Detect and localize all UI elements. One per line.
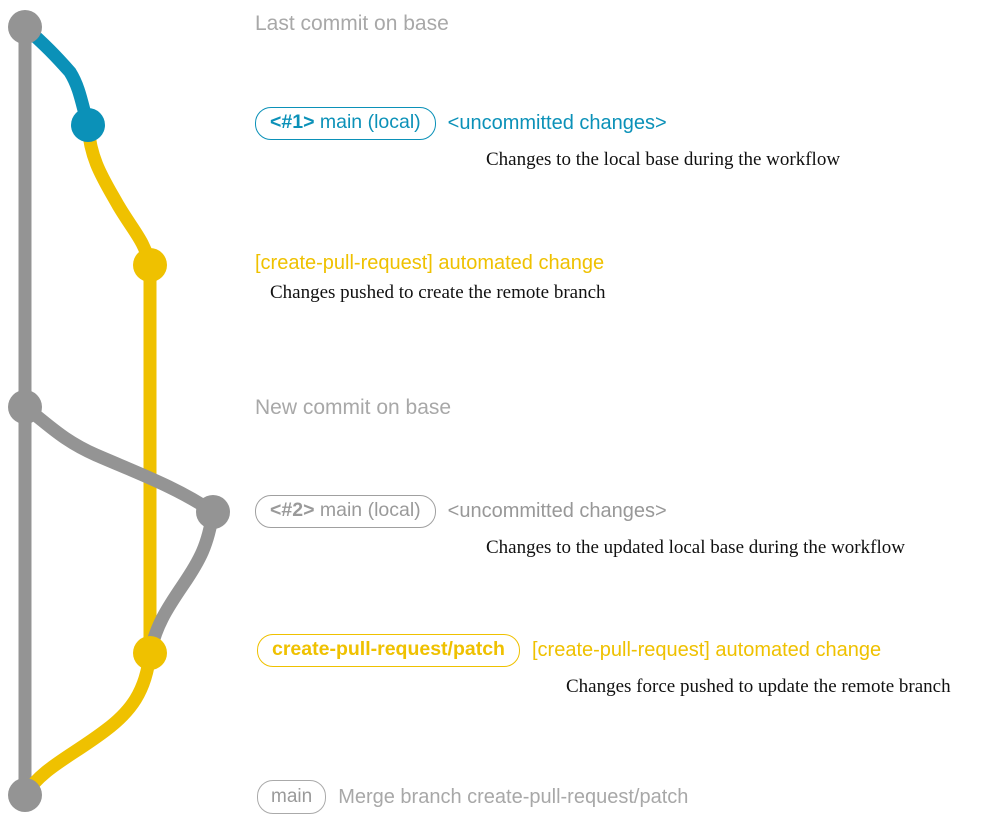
branch-pill-patch[interactable]: create-pull-request/patch xyxy=(257,634,520,667)
commit-message-patch-2: [create-pull-request] automated change xyxy=(531,639,882,662)
node-patch-1[interactable] xyxy=(133,248,167,282)
node-base-new[interactable] xyxy=(8,390,42,424)
row-patch-commit-1: [create-pull-request] automated change C… xyxy=(255,253,606,304)
branch-pill-local-2[interactable]: <#2> main (local) xyxy=(255,495,436,528)
commit-note-patch-1: Changes pushed to create the remote bran… xyxy=(270,282,606,303)
row-new-commit-on-base: New commit on base xyxy=(255,397,451,418)
edge-local1-to-patch1 xyxy=(81,118,157,272)
branch-pill-name-main: main xyxy=(271,786,313,807)
branch-pill-local-1[interactable]: <#1> main (local) xyxy=(255,107,436,140)
row-head-patch-commit-1: [create-pull-request] automated change xyxy=(255,253,604,273)
row-patch-commit-2: create-pull-request/patch [create-pull-r… xyxy=(257,634,951,698)
node-local-1[interactable] xyxy=(71,108,105,142)
label-new-commit-on-base: New commit on base xyxy=(255,396,452,419)
row-head-patch-commit-2: create-pull-request/patch [create-pull-r… xyxy=(257,634,881,667)
branch-pill-name-2: main (local) xyxy=(314,499,421,521)
row-local-commit-2: <#2> main (local) <uncommitted changes> … xyxy=(255,495,905,559)
branch-pill-tag-1: <#1> xyxy=(270,111,315,133)
node-base-last[interactable] xyxy=(8,10,42,44)
edge-patch2-to-merge xyxy=(18,646,157,802)
row-head-local-commit-2: <#2> main (local) <uncommitted changes> xyxy=(255,495,667,528)
commit-message-local-2: <uncommitted changes> xyxy=(447,500,667,523)
branch-pill-name-1: main (local) xyxy=(314,111,421,133)
commit-message-patch-1: [create-pull-request] automated change xyxy=(255,252,605,274)
commit-note-local-1: Changes to the local base during the wor… xyxy=(486,148,841,170)
commit-note-patch-2: Changes force pushed to update the remot… xyxy=(566,675,951,697)
edge-local2-to-patch2 xyxy=(143,505,220,660)
branch-pill-main[interactable]: main xyxy=(257,780,327,814)
node-local-2[interactable] xyxy=(196,495,230,529)
row-local-commit-1: <#1> main (local) <uncommitted changes> … xyxy=(255,107,840,171)
branch-pill-tag-2: <#2> xyxy=(270,499,315,521)
node-base-merge[interactable] xyxy=(8,778,42,812)
commit-message-local-1: <uncommitted changes> xyxy=(447,112,667,135)
edge-basenew-to-local2 xyxy=(18,400,220,519)
row-last-commit-on-base: Last commit on base xyxy=(255,13,449,34)
row-merge-commit: main Merge branch create-pull-request/pa… xyxy=(257,780,688,814)
node-patch-2[interactable] xyxy=(133,636,167,670)
label-last-commit-on-base: Last commit on base xyxy=(255,12,449,35)
branch-pill-name-patch: create-pull-request/patch xyxy=(272,638,505,660)
commit-note-local-2: Changes to the updated local base during… xyxy=(486,536,905,558)
commit-message-merge: Merge branch create-pull-request/patch xyxy=(338,786,689,808)
edge-base-to-local1 xyxy=(18,20,95,132)
row-head-local-commit-1: <#1> main (local) <uncommitted changes> xyxy=(255,107,667,140)
row-head-merge-commit: main Merge branch create-pull-request/pa… xyxy=(257,780,688,814)
